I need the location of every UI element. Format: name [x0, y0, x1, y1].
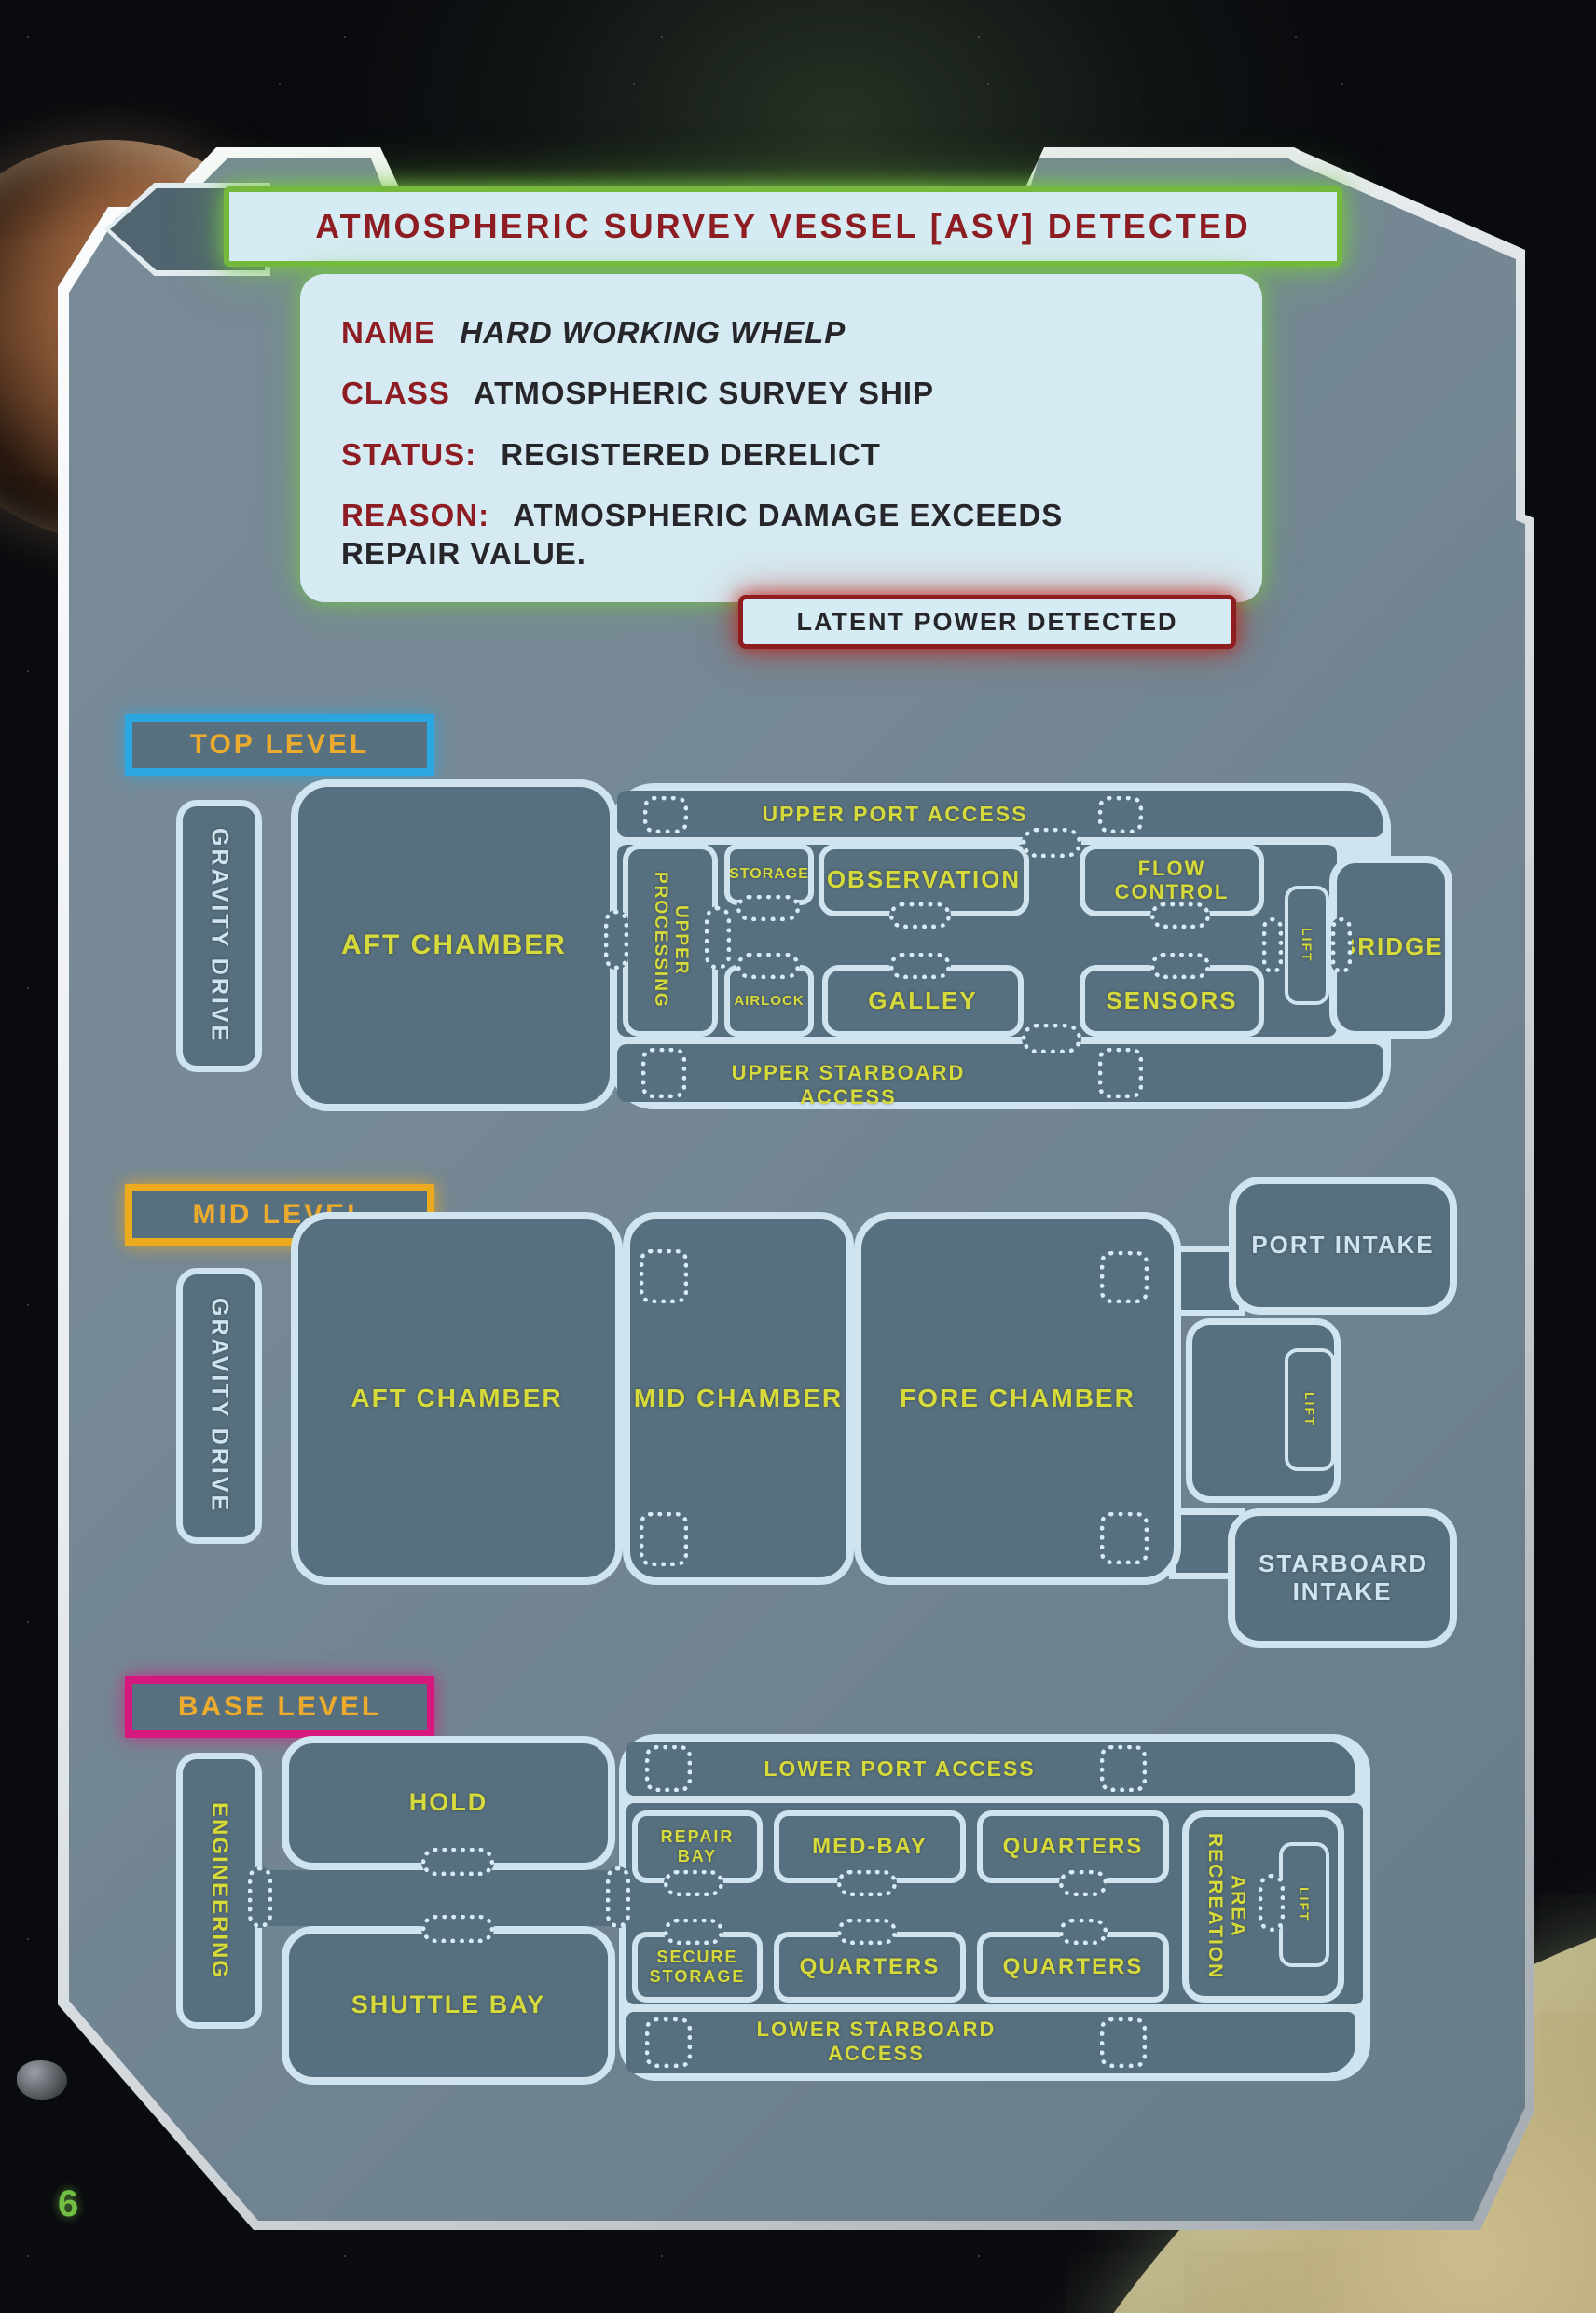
page-number: 6: [58, 2183, 79, 2224]
hatch-icon: [837, 1870, 897, 1896]
vessel-class-row: CLASS ATMOSPHERIC SURVEY SHIP: [341, 374, 1180, 412]
name-label: NAME: [341, 315, 436, 350]
room-shuttle-bay: SHUTTLE BAY: [282, 1926, 615, 2085]
room-fore-chamber: FORE CHAMBER: [854, 1212, 1181, 1585]
door-icon: [645, 1745, 692, 1792]
room-upper-processing: UPPER PROCESSING: [623, 844, 718, 1037]
hatch-icon: [736, 953, 800, 979]
base-level-label: BASE LEVEL: [177, 1691, 382, 1722]
room-mid-chamber: MID CHAMBER: [623, 1212, 854, 1585]
hatch-icon: [604, 910, 628, 970]
door-icon: [1100, 1251, 1149, 1303]
class-label: CLASS: [341, 376, 450, 411]
hatch-icon: [1059, 1919, 1108, 1945]
vessel-class: ATMOSPHERIC SURVEY SHIP: [473, 376, 935, 411]
vessel-status-row: STATUS: REGISTERED DERELICT: [341, 435, 1180, 474]
vessel-reason: ATMOSPHERIC DAMAGE EXCEEDS REPAIR VALUE.: [341, 497, 1064, 571]
room-starboard-intake: STARBOARD INTAKE: [1228, 1508, 1457, 1648]
door-icon: [641, 1048, 686, 1098]
hatch-icon: [1022, 828, 1081, 858]
room-observation: OBSERVATION: [819, 844, 1029, 916]
upper-starboard-access-label: UPPER STARBOARD ACCESS: [731, 1061, 966, 1109]
room-port-intake: PORT INTAKE: [1229, 1177, 1457, 1315]
hatch-icon: [664, 1919, 723, 1945]
hatch-icon: [705, 906, 731, 970]
lower-starboard-access-label: LOWER STARBOARD ACCESS: [756, 2017, 997, 2066]
hatch-icon: [1259, 1874, 1285, 1932]
latent-power-text: LATENT POWER DETECTED: [796, 607, 1178, 636]
latent-power-badge: LATENT POWER DETECTED: [738, 595, 1236, 649]
door-icon: [1100, 1512, 1149, 1564]
hatch-icon: [1150, 902, 1210, 929]
hatch-icon: [1059, 1870, 1108, 1896]
base-level-tag: BASE LEVEL: [125, 1676, 434, 1738]
lower-port-access-corridor: [626, 1742, 1355, 1796]
door-icon: [640, 1249, 688, 1303]
hatch-icon: [837, 1919, 897, 1945]
top-starboard-access-corridor: [617, 1044, 1383, 1102]
door-icon: [1098, 796, 1143, 833]
door-icon: [1098, 1048, 1143, 1098]
room-gravity-drive-top: GRAVITY DRIVE: [176, 800, 262, 1072]
hatch-icon: [664, 1870, 723, 1896]
door-icon: [1100, 2017, 1147, 2068]
upper-port-access-label: UPPER PORT ACCESS: [762, 802, 1028, 826]
vessel-status: REGISTERED DERELICT: [501, 436, 881, 472]
hatch-icon: [248, 1866, 272, 1928]
top-port-access-corridor: [617, 791, 1383, 837]
hatch-icon: [1022, 1024, 1081, 1053]
top-level-tag: TOP LEVEL: [125, 714, 434, 776]
lower-port-access-label: LOWER PORT ACCESS: [764, 1756, 1036, 1781]
vessel-reason-row: REASON: ATMOSPHERIC DAMAGE EXCEEDS REPAI…: [341, 496, 1180, 573]
room-lift-mid: LIFT: [1285, 1348, 1335, 1471]
hatch-icon: [1331, 917, 1352, 973]
hatch-icon: [889, 953, 951, 979]
door-icon: [643, 796, 688, 833]
hatch-icon: [889, 902, 951, 929]
lower-starboard-access-corridor: [626, 2012, 1355, 2073]
hatch-icon: [606, 1866, 630, 1928]
hatch-icon: [421, 1848, 494, 1876]
hatch-icon: [421, 1915, 494, 1943]
door-icon: [645, 2017, 692, 2068]
hatch-icon: [736, 895, 800, 921]
hatch-icon: [1150, 953, 1210, 979]
room-lift-top: LIFT: [1285, 886, 1329, 1005]
alert-title: ATMOSPHERIC SURVEY VESSEL [ASV] DETECTED: [315, 207, 1251, 245]
top-level-label: TOP LEVEL: [189, 729, 370, 760]
vessel-info-box: NAME HARD WORKING WHELP CLASS ATMOSPHERI…: [300, 274, 1262, 602]
room-lift-base: LIFT: [1279, 1842, 1329, 1967]
door-icon: [1100, 1745, 1147, 1792]
status-label: STATUS:: [341, 436, 477, 472]
door-icon: [640, 1512, 688, 1566]
vessel-name: HARD WORKING WHELP: [460, 315, 846, 350]
room-aft-chamber-mid: AFT CHAMBER: [291, 1212, 623, 1585]
alert-title-banner: ATMOSPHERIC SURVEY VESSEL [ASV] DETECTED: [224, 186, 1342, 267]
room-aft-chamber-top: AFT CHAMBER: [291, 779, 617, 1111]
hatch-icon: [1262, 917, 1283, 973]
vessel-name-row: NAME HARD WORKING WHELP: [341, 313, 1180, 351]
room-gravity-drive-mid: GRAVITY DRIVE: [176, 1268, 262, 1544]
reason-label: REASON:: [341, 497, 490, 532]
asteroid: [17, 2060, 67, 2100]
